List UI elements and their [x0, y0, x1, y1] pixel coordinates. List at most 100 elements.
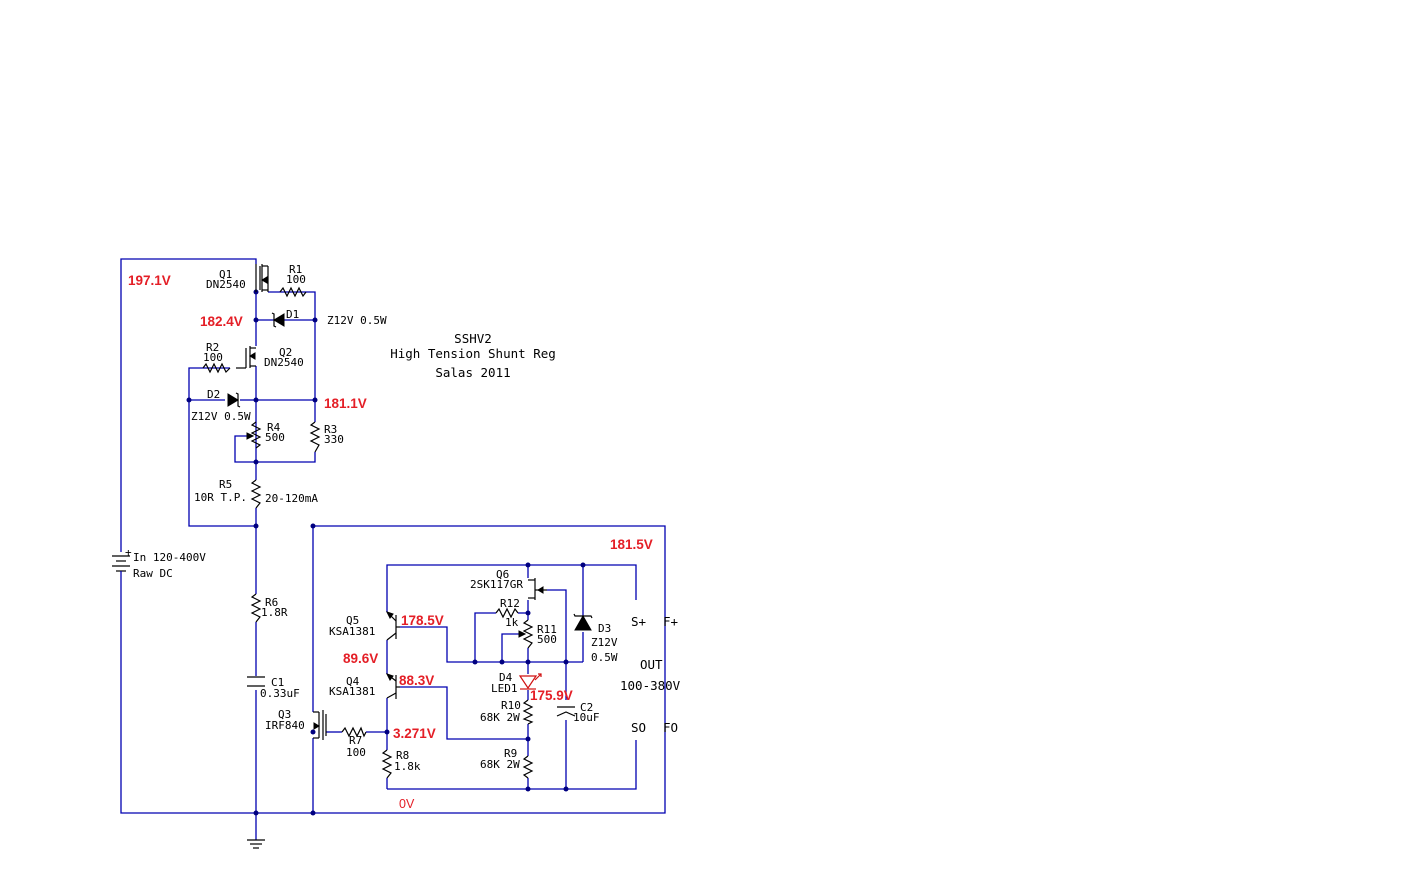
- d2-zener: [227, 392, 241, 408]
- voltage-label: 3.271V: [393, 726, 436, 741]
- r5-resistor: [250, 479, 262, 509]
- r7-ref: R7: [349, 734, 362, 747]
- q3-ref: Q3: [278, 708, 291, 721]
- q5-transistor: [386, 611, 400, 641]
- r10-ref: R10: [501, 699, 521, 712]
- d3-zener: [573, 613, 593, 631]
- output-s-zero: SO: [631, 720, 646, 735]
- ground-symbol: [247, 839, 265, 849]
- q5-value: KSA1381: [329, 625, 375, 638]
- d1-zener: [271, 312, 285, 328]
- c1-capacitor: [247, 676, 265, 687]
- voltage-label: 175.9V: [530, 688, 573, 703]
- source-plus: +: [125, 546, 132, 559]
- r1-ref: R1: [289, 263, 302, 276]
- c1-value: 0.33uF: [260, 687, 300, 700]
- r11-value: 500: [537, 633, 557, 646]
- voltage-label: 182.4V: [200, 314, 243, 329]
- r10-resistor: [522, 699, 534, 725]
- d4-value: LED1: [491, 682, 518, 695]
- component-labels: Q1 DN2540 R1 100 D1 Z12V 0.5W Q2 DN2540 …: [125, 263, 618, 773]
- q3-value: IRF840: [265, 719, 305, 732]
- r3-resistor: [309, 421, 321, 453]
- r8-resistor: [381, 749, 393, 779]
- r4-potentiometer: [246, 421, 262, 449]
- output-range: 100-380V: [620, 678, 681, 693]
- q1-ref: Q1: [219, 268, 232, 281]
- voltage-label: 89.6V: [343, 651, 378, 666]
- voltage-label: 88.3V: [399, 673, 434, 688]
- input-source: [112, 555, 130, 576]
- source-line-2: Raw DC: [133, 567, 173, 580]
- q3-mosfet: [313, 710, 327, 740]
- r2-resistor: [202, 362, 231, 374]
- output-labels: S+ F+ OUT 100-380V SO FO: [620, 614, 681, 735]
- q1-value: DN2540: [206, 278, 246, 291]
- r2-ref: R2: [206, 341, 219, 354]
- r7-value: 100: [346, 746, 366, 759]
- r5-ref: R5: [219, 478, 232, 491]
- q6-jfet: [528, 578, 547, 600]
- title-line-3: Salas 2011: [435, 365, 510, 380]
- q1-mosfet: [255, 264, 269, 292]
- d2-ref: D2: [207, 388, 220, 401]
- r7-resistor: [341, 726, 367, 738]
- d3-value-1: Z12V: [591, 636, 618, 649]
- q2-ref: Q2: [279, 346, 292, 359]
- c2-value: 10uF: [573, 711, 600, 724]
- voltage-annotations: 197.1V 182.4V 181.1V 181.5V 178.5V 89.6V…: [128, 273, 653, 811]
- r6-ref: R6: [265, 596, 278, 609]
- q6-value: 2SK117GR: [470, 578, 523, 591]
- r9-resistor: [522, 755, 534, 779]
- q4-value: KSA1381: [329, 685, 375, 698]
- voltage-label: 197.1V: [128, 273, 171, 288]
- voltage-label: 178.5V: [401, 613, 444, 628]
- r6-resistor: [250, 593, 262, 623]
- d3-value-2: 0.5W: [591, 651, 618, 664]
- q4-transistor: [386, 673, 400, 699]
- r4-value: 500: [265, 431, 285, 444]
- r12-value: 1k: [505, 616, 519, 629]
- r11-potentiometer: [518, 619, 534, 649]
- q2-value: DN2540: [264, 356, 304, 369]
- d2-value: Z12V 0.5W: [191, 410, 251, 423]
- output-f-zero: FO: [663, 720, 678, 735]
- r12-ref: R12: [500, 597, 520, 610]
- r6-value: 1.8R: [261, 606, 288, 619]
- q6-ref: Q6: [496, 568, 509, 581]
- r1-resistor: [279, 286, 307, 298]
- junction-dots: [186, 289, 586, 816]
- title-block: SSHV2 High Tension Shunt Reg Salas 2011: [390, 331, 556, 380]
- d1-ref: D1: [286, 308, 299, 321]
- d3-ref: D3: [598, 622, 611, 635]
- d4-led: [518, 673, 542, 690]
- wires: [120, 258, 666, 840]
- d4-ref: D4: [499, 671, 513, 684]
- q2-mosfet: [236, 346, 256, 369]
- r12-resistor: [495, 607, 519, 619]
- r9-value: 68K 2W: [480, 758, 520, 771]
- r10-value: 68K 2W: [480, 711, 520, 724]
- title-line-2: High Tension Shunt Reg: [390, 346, 556, 361]
- voltage-label: 181.5V: [610, 537, 653, 552]
- r5-value: 10R T.P.: [194, 491, 247, 504]
- r2-value: 100: [203, 351, 223, 364]
- r4-ref: R4: [267, 421, 281, 434]
- r8-value: 1.8k: [394, 760, 421, 773]
- source-line-1: In 120-400V: [133, 551, 206, 564]
- output-out: OUT: [640, 657, 663, 672]
- c2-ref: C2: [580, 701, 593, 714]
- title-line-1: SSHV2: [454, 331, 492, 346]
- output-f-plus: F+: [663, 614, 678, 629]
- d1-value: Z12V 0.5W: [327, 314, 387, 327]
- q4-ref: Q4: [346, 675, 360, 688]
- c1-ref: C1: [271, 676, 284, 689]
- voltage-label: 181.1V: [324, 396, 367, 411]
- r11-ref: R11: [537, 623, 557, 636]
- r9-ref: R9: [504, 747, 517, 760]
- output-s-plus: S+: [631, 614, 646, 629]
- r5-current-note: 20-120mA: [265, 492, 318, 505]
- r1-value: 100: [286, 273, 306, 286]
- q5-ref: Q5: [346, 614, 359, 627]
